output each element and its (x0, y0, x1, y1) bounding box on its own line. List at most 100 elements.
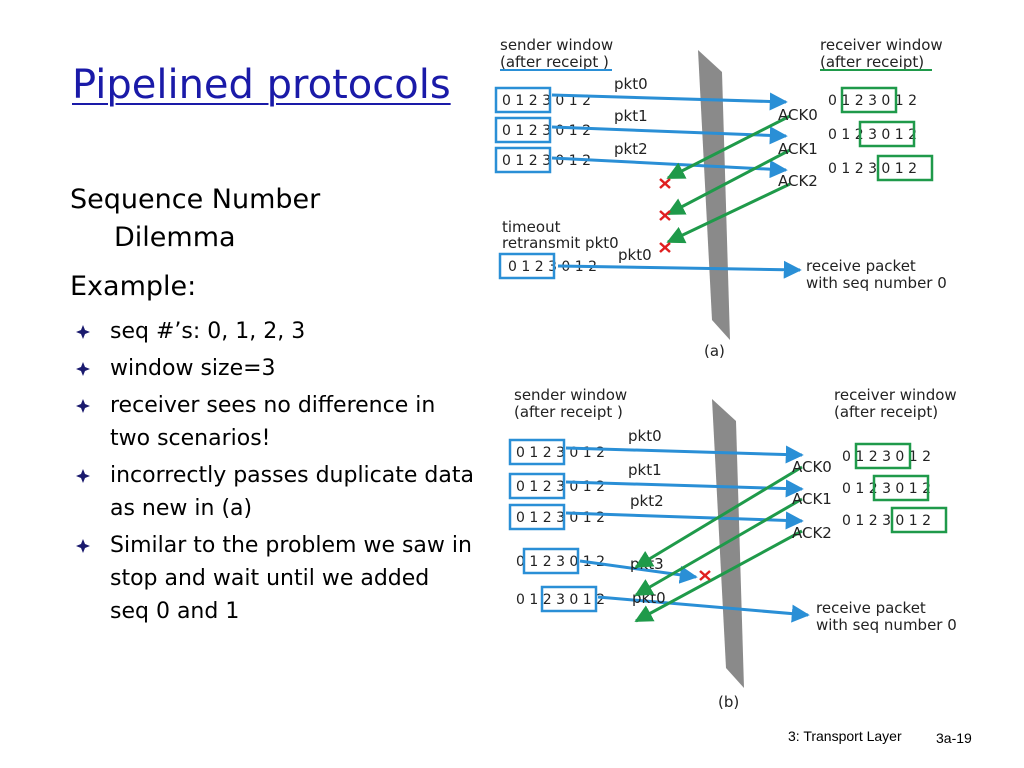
bullet-item: receiver sees no difference in two scena… (74, 389, 474, 455)
ack-arrow (634, 497, 803, 597)
heading-line-1: Sequence Number (70, 184, 321, 215)
sender-seq-row: 0 1 2 3 0 1 2 (516, 592, 605, 608)
ack-label: ACK2 (778, 172, 818, 190)
receiver-window-sublabel: (after receipt) (834, 403, 938, 421)
packet-label: pkt1 (628, 461, 662, 479)
packet-arrow (551, 92, 788, 111)
receiver-window-box (876, 154, 934, 182)
packet-label: pkt0 (632, 589, 666, 607)
diagram-a: sender window (after receipt ) receiver … (490, 28, 990, 368)
bullet-text: Similar to the problem we saw in stop an… (110, 533, 472, 624)
receive-packet-label: receive packet (816, 599, 926, 617)
packet-arrow (565, 511, 804, 530)
receiver-window-label: receiver window (834, 386, 957, 404)
lost-x-icon (659, 178, 671, 189)
packet-arrow (551, 125, 788, 145)
sender-window-box (494, 86, 552, 114)
bullet-item: Similar to the problem we saw in stop an… (74, 529, 474, 628)
receiver-window-box (858, 120, 916, 148)
bullet-text: incorrectly passes duplicate data as new… (110, 463, 474, 521)
bullet-list: seq #’s: 0, 1, 2, 3 window size=3 receiv… (74, 315, 474, 632)
receive-packet-label: receive packet (806, 257, 916, 275)
lost-x-icon (699, 570, 711, 581)
sender-window-box (498, 252, 556, 280)
sender-seq-row: 0 1 2 3 0 1 2 (508, 259, 597, 275)
ack-label: ACK0 (792, 458, 832, 476)
section-heading: Sequence Number Dilemma (70, 181, 320, 257)
diamond-bullet-icon (76, 539, 90, 553)
bullet-item: window size=3 (74, 352, 474, 385)
sender-window-label: sender window (514, 386, 627, 404)
packet-arrow (565, 479, 804, 498)
sender-seq-row: 0 1 2 3 0 1 2 (516, 554, 605, 570)
bullet-text: seq #’s: 0, 1, 2, 3 (110, 319, 306, 344)
lost-x-icon (659, 210, 671, 221)
ack-arrow (666, 148, 791, 216)
packet-arrow (597, 595, 810, 623)
timeout-label: timeout (502, 218, 561, 236)
packet-label: pkt2 (614, 140, 648, 158)
ack-label: ACK2 (792, 524, 832, 542)
diamond-bullet-icon (76, 469, 90, 483)
receiver-seq-row: 0 1 2 3 0 1 2 (828, 161, 917, 177)
packet-label: pkt1 (614, 107, 648, 125)
footer-chapter: 3: Transport Layer (788, 728, 902, 744)
diamond-bullet-icon (76, 325, 90, 339)
ack-label: ACK0 (778, 106, 818, 124)
bullet-text: receiver sees no difference in two scena… (110, 393, 436, 451)
sender-seq-row: 0 1 2 3 0 1 2 (502, 123, 591, 139)
sender-window-sublabel: (after receipt ) (500, 53, 609, 71)
diagram-b: sender window (after receipt ) receiver … (490, 383, 990, 713)
sender-window-box (508, 438, 566, 466)
sender-window-box (508, 472, 566, 500)
bullet-item: seq #’s: 0, 1, 2, 3 (74, 315, 474, 348)
receiver-seq-row: 0 1 2 3 0 1 2 (842, 481, 931, 497)
ack-arrow (634, 465, 803, 569)
ack-arrow (634, 529, 803, 623)
packet-label: pkt0 (628, 427, 662, 445)
receiver-window-sublabel: (after receipt) (820, 53, 924, 71)
example-label: Example: (70, 271, 197, 302)
receiver-window-box (872, 474, 930, 502)
bullet-text: window size=3 (110, 356, 276, 381)
receive-seq-label: with seq number 0 (816, 616, 957, 634)
receiver-window-box (890, 506, 948, 534)
receiver-window-box (854, 442, 912, 470)
bullet-item: incorrectly passes duplicate data as new… (74, 459, 474, 525)
diamond-bullet-icon (76, 362, 90, 376)
sender-window-sublabel: (after receipt ) (514, 403, 623, 421)
packet-arrow (579, 559, 698, 584)
sender-window-box (494, 116, 552, 144)
diagram-caption: (b) (718, 693, 739, 711)
ack-label: ACK1 (778, 140, 818, 158)
packet-arrow (565, 445, 804, 464)
lost-x-icon (659, 242, 671, 253)
footer-slide-number: 3a-19 (936, 730, 972, 746)
sender-window-box (540, 585, 598, 613)
packet-label: pkt0 (614, 75, 648, 93)
sender-window-box (522, 547, 580, 575)
sender-seq-row: 0 1 2 3 0 1 2 (502, 153, 591, 169)
ack-arrow (666, 114, 791, 180)
receiver-seq-row: 0 1 2 3 0 1 2 (842, 513, 931, 529)
packet-label: pkt0 (618, 246, 652, 264)
heading-line-2: Dilemma (114, 222, 236, 253)
ack-arrow (666, 182, 791, 244)
slide-title: Pipelined protocols (72, 62, 451, 108)
sender-window-box (508, 503, 566, 531)
sender-window-box (494, 146, 552, 174)
diamond-bullet-icon (76, 399, 90, 413)
packet-label: pkt2 (630, 492, 664, 510)
packet-label: pkt3 (630, 555, 664, 573)
retransmit-label: retransmit pkt0 (502, 234, 619, 252)
diagram-b-canvas: sender window (after receipt ) receiver … (508, 386, 957, 711)
ack-label: ACK1 (792, 490, 832, 508)
receiver-window-label: receiver window (820, 36, 943, 54)
receiver-window-box (840, 86, 898, 114)
packet-arrow (557, 260, 802, 279)
diagram-caption: (a) (704, 342, 725, 360)
receiver-seq-row: 0 1 2 3 0 1 2 (828, 127, 917, 143)
receive-seq-label: with seq number 0 (806, 274, 947, 292)
sender-window-label: sender window (500, 36, 613, 54)
diagram-a-canvas: sender window (after receipt ) receiver … (494, 36, 947, 360)
